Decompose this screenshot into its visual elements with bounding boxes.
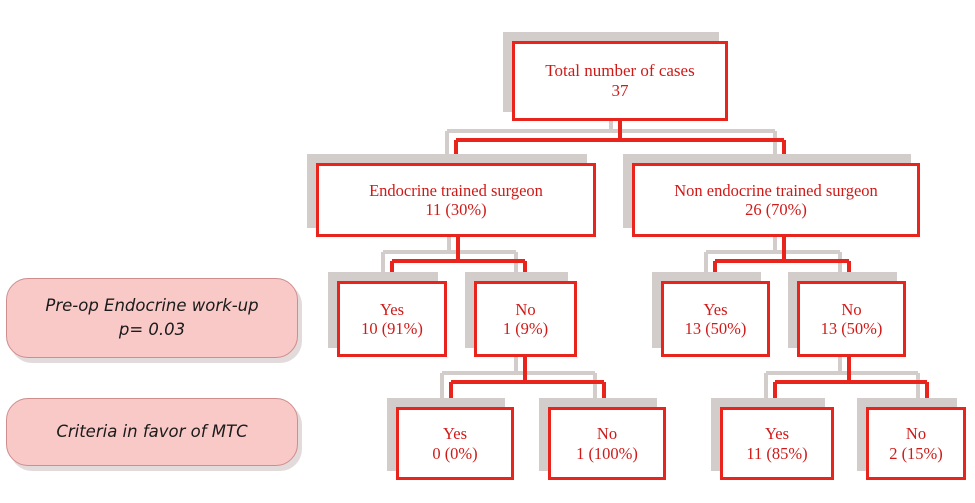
node-body: No 1 (9%) bbox=[474, 281, 577, 357]
legend-criteria-in-favor-of-mtc[interactable]: Criteria in favor of MTC bbox=[6, 398, 302, 471]
legend-line-1: Criteria in favor of MTC bbox=[56, 422, 248, 442]
node-body: Yes 11 (85%) bbox=[720, 407, 834, 480]
legend-body: Criteria in favor of MTC bbox=[6, 398, 298, 466]
node-line-2: 0 (0%) bbox=[432, 443, 478, 463]
legend-body: Pre-op Endocrine work-up p= 0.03 bbox=[6, 278, 298, 358]
node-line-2: 1 (9%) bbox=[502, 319, 549, 338]
node-body: Yes 13 (50%) bbox=[661, 281, 770, 357]
node-non-endocrine-criteria-yes[interactable]: Yes 11 (85%) bbox=[711, 398, 834, 480]
node-line-2: 2 (15%) bbox=[889, 443, 943, 463]
node-endocrine-workup-yes[interactable]: Yes 10 (91%) bbox=[328, 272, 447, 357]
node-line-1: Yes bbox=[379, 299, 404, 319]
node-endocrine-criteria-yes[interactable]: Yes 0 (0%) bbox=[387, 398, 514, 480]
node-body: No 1 (100%) bbox=[548, 407, 666, 480]
node-body: Total number of cases 37 bbox=[512, 41, 728, 121]
node-endocrine-criteria-no[interactable]: No 1 (100%) bbox=[539, 398, 666, 480]
node-line-1: No bbox=[905, 424, 927, 444]
node-line-1: Total number of cases bbox=[545, 61, 695, 81]
node-non-endocrine-criteria-no[interactable]: No 2 (15%) bbox=[857, 398, 966, 480]
node-non-endocrine-workup-no[interactable]: No 13 (50%) bbox=[788, 272, 906, 357]
node-line-1: Endocrine trained surgeon bbox=[369, 180, 543, 200]
node-line-1: Non endocrine trained surgeon bbox=[674, 180, 878, 200]
node-line-2: 1 (100%) bbox=[576, 443, 638, 463]
node-line-2: 13 (50%) bbox=[684, 319, 747, 338]
node-body: Endocrine trained surgeon 11 (30%) bbox=[316, 163, 596, 237]
node-endocrine-trained-surgeon[interactable]: Endocrine trained surgeon 11 (30%) bbox=[307, 154, 596, 237]
node-line-2: 26 (70%) bbox=[745, 200, 807, 219]
node-line-1: Yes bbox=[764, 424, 789, 444]
node-line-1: Yes bbox=[703, 299, 728, 319]
node-line-2: 11 (85%) bbox=[746, 443, 808, 463]
node-body: Non endocrine trained surgeon 26 (70%) bbox=[632, 163, 920, 237]
node-total-cases[interactable]: Total number of cases 37 bbox=[503, 32, 728, 121]
node-endocrine-workup-no[interactable]: No 1 (9%) bbox=[465, 272, 577, 357]
node-body: Yes 0 (0%) bbox=[396, 407, 514, 480]
legend-preop-endocrine-workup[interactable]: Pre-op Endocrine work-up p= 0.03 bbox=[6, 278, 302, 363]
node-non-endocrine-workup-yes[interactable]: Yes 13 (50%) bbox=[652, 272, 770, 357]
node-line-2: 10 (91%) bbox=[361, 319, 423, 338]
node-line-2: 11 (30%) bbox=[425, 200, 487, 219]
legend-line-2: p= 0.03 bbox=[118, 320, 186, 339]
node-line-1: No bbox=[596, 424, 618, 444]
node-body: Yes 10 (91%) bbox=[337, 281, 447, 357]
node-line-1: Yes bbox=[442, 424, 467, 444]
legend-line-1: Pre-op Endocrine work-up bbox=[45, 296, 259, 316]
node-body: No 2 (15%) bbox=[866, 407, 966, 480]
node-line-1: No bbox=[515, 299, 536, 319]
node-body: No 13 (50%) bbox=[797, 281, 906, 357]
node-line-2: 37 bbox=[611, 81, 629, 100]
node-line-1: No bbox=[841, 299, 862, 319]
node-non-endocrine-trained-surgeon[interactable]: Non endocrine trained surgeon 26 (70%) bbox=[623, 154, 920, 237]
node-line-2: 13 (50%) bbox=[820, 319, 883, 338]
